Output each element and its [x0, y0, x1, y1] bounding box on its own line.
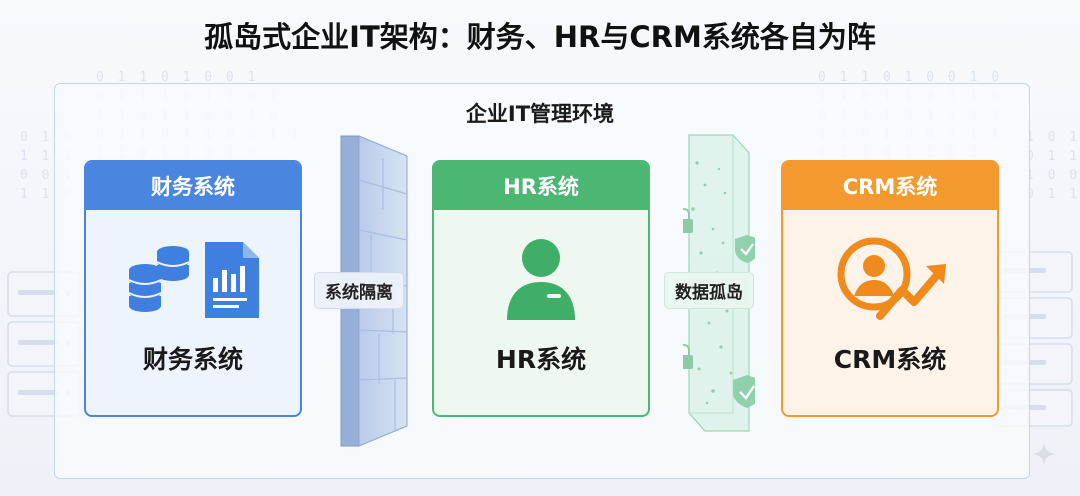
diagram-title: 孤岛式企业IT架构：财务、HR与CRM系统各自为阵	[204, 20, 876, 54]
data-island-label: 数据孤岛	[664, 272, 754, 309]
customer-growth-icon	[837, 237, 946, 320]
sparkle-icon	[1032, 442, 1056, 466]
crm-card-header: CRM系统	[783, 162, 997, 210]
shield-check-icon	[733, 235, 755, 408]
finance-card-header: 财务系统	[86, 162, 300, 210]
crm-system-card: CRM系统 CRM系统	[781, 160, 999, 417]
hr-system-name: HR系统	[495, 345, 587, 374]
finance-system-name: 财务系统	[142, 345, 243, 374]
crm-system-name: CRM系统	[833, 345, 947, 374]
person-icon	[507, 239, 575, 320]
binary-background-right-edge: 1 0 1 0 1 1 1 0 0 0 1 1	[1026, 130, 1080, 202]
hr-system-card: HR系统 HR系统	[432, 160, 650, 417]
lock-icon	[683, 208, 693, 369]
report-document-icon	[205, 242, 259, 318]
database-stack-icon	[128, 246, 190, 312]
finance-system-card: 财务系统	[84, 160, 302, 417]
hr-card-header: HR系统	[434, 162, 648, 210]
system-isolation-label: 系统隔离	[314, 272, 404, 309]
environment-label: 企业IT管理环境	[465, 102, 615, 126]
